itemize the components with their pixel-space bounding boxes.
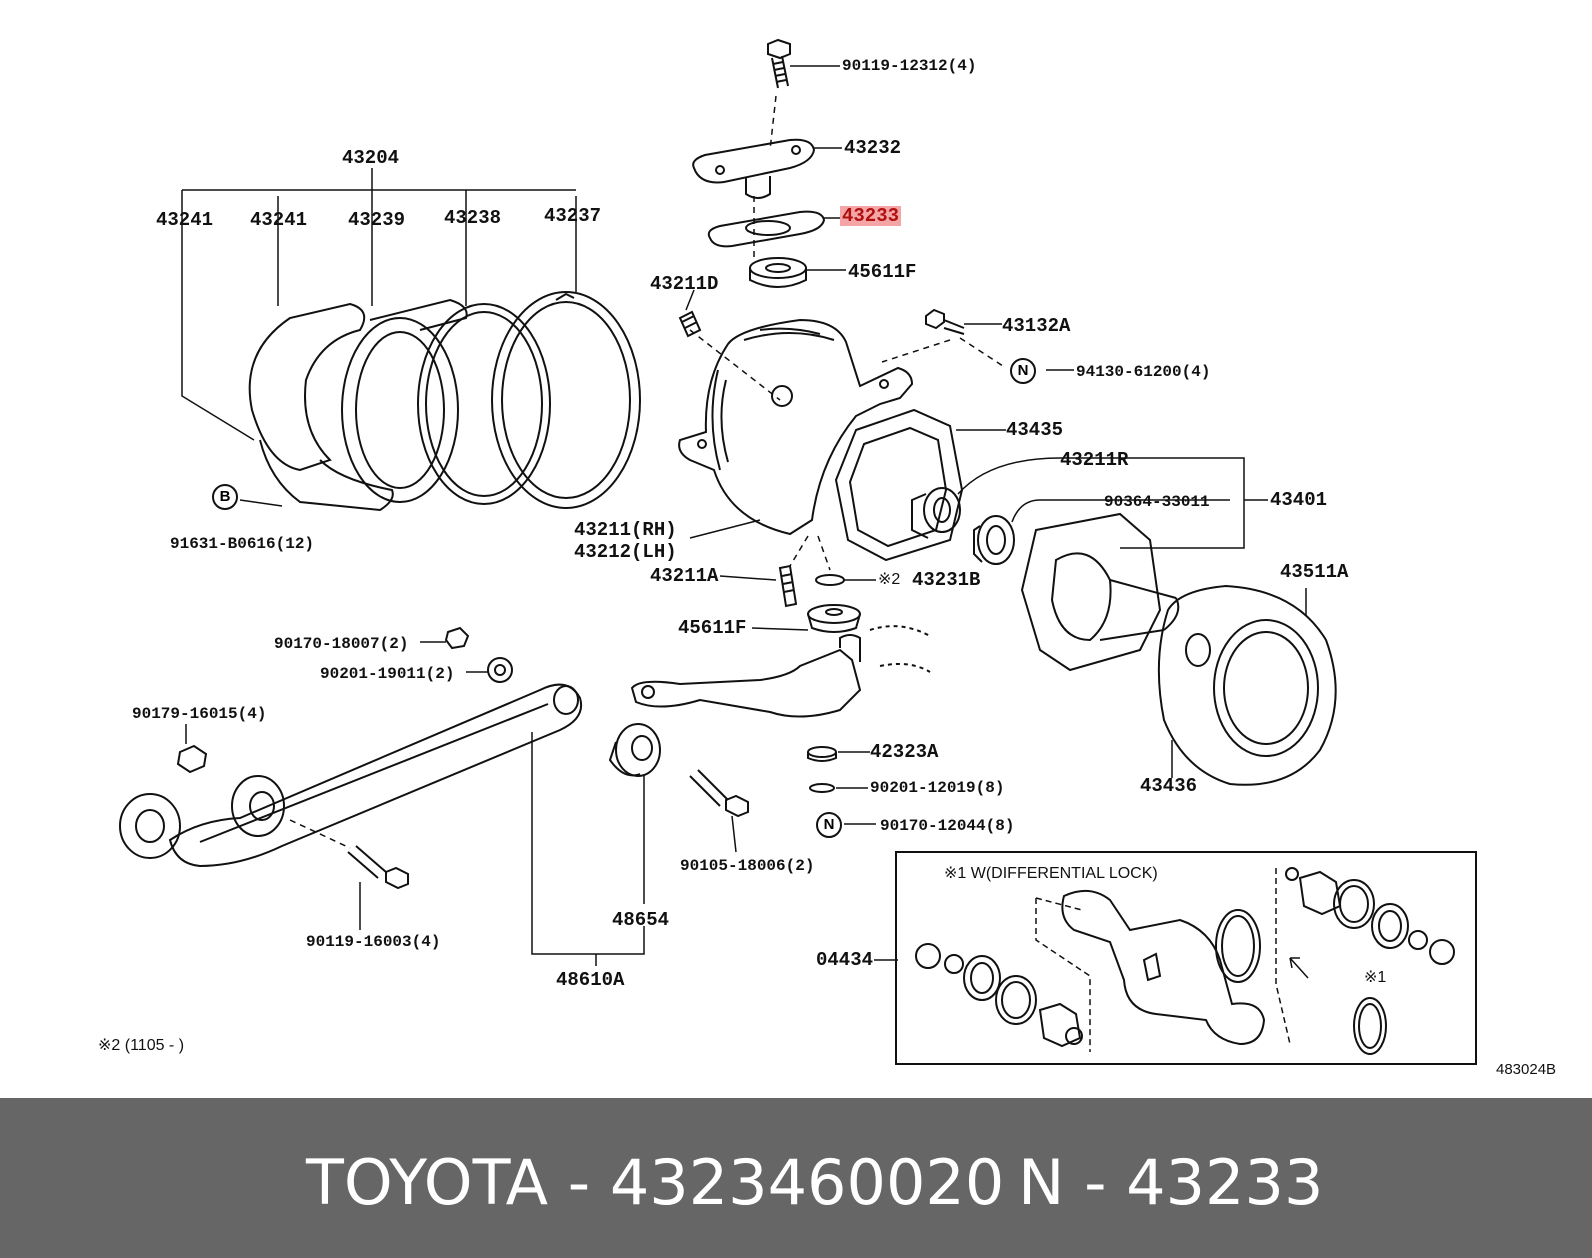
inset-drawing xyxy=(895,851,1477,1065)
marker-x2: ※2 xyxy=(878,571,901,588)
label-43241-b: 43241 xyxy=(250,209,308,231)
label-43211d: 43211D xyxy=(650,273,719,295)
footer-bar: TOYOTA - 4323460020 N - 43233 xyxy=(0,1098,1592,1258)
stud-lower-drawing xyxy=(778,564,798,608)
footnote: ※2 (1105 - ) xyxy=(98,1037,185,1054)
nuts-drawing xyxy=(176,626,513,774)
label-43239: 43239 xyxy=(348,209,406,231)
label-43238: 43238 xyxy=(444,207,502,229)
label-90170-18007: 90170-18007(2) xyxy=(274,635,409,653)
label-48610a: 48610A xyxy=(556,969,625,991)
bolt-drawing xyxy=(767,38,791,89)
shim-set-drawing xyxy=(248,291,641,512)
drum-drawing xyxy=(1157,584,1337,786)
cap-drawing xyxy=(692,138,816,199)
marker-n-circle: N xyxy=(1010,358,1036,384)
small-parts-drawing xyxy=(807,746,837,793)
label-43204: 43204 xyxy=(342,147,400,169)
spindle-drawing xyxy=(1020,512,1180,672)
bolt-90119-16003-drawing xyxy=(347,845,409,890)
stud-drawing xyxy=(678,310,702,338)
parts-diagram: 90119-12312(4) 43232 43233 45611F 43211D… xyxy=(98,38,1557,1078)
label-90201-12019: 90201-12019(8) xyxy=(870,779,1005,797)
label-43232: 43232 xyxy=(844,137,902,159)
needle-bearing-drawing xyxy=(973,515,1015,565)
label-90170-12044: 90170-12044(8) xyxy=(880,817,1015,835)
label-45611f-bottom: 45611F xyxy=(678,617,747,639)
label-91631-b0616: 91631-B0616(12) xyxy=(170,535,315,553)
label-43511a: 43511A xyxy=(1280,561,1349,583)
label-90179-16015: 90179-16015(4) xyxy=(132,705,267,723)
bearing-top-drawing xyxy=(749,257,807,288)
label-43241-a: 43241 xyxy=(156,209,214,231)
bushing-48654-drawing xyxy=(608,723,661,777)
inset-title: ※1 W(DIFFERENTIAL LOCK) xyxy=(944,865,1158,882)
dashed-lines xyxy=(289,95,1007,849)
marker-b-circle: B xyxy=(212,484,238,510)
label-43211-rh: 43211(RH) xyxy=(574,519,677,541)
tie-rod-drawing xyxy=(119,683,582,868)
bushing-drawing xyxy=(911,487,961,539)
label-04434: 04434 xyxy=(816,949,874,971)
label-94130-61200: 94130-61200(4) xyxy=(1076,363,1211,381)
label-90119-16003: 90119-16003(4) xyxy=(306,933,441,951)
label-43436: 43436 xyxy=(1140,775,1198,797)
bearing-bottom-drawing xyxy=(807,604,861,633)
label-43211r: 43211R xyxy=(1060,449,1129,471)
label-90105-18006: 90105-18006(2) xyxy=(680,857,815,875)
label-43212-lh: 43212(LH) xyxy=(574,541,677,563)
label-43401: 43401 xyxy=(1270,489,1328,511)
footer-part-number: TOYOTA - 4323460020 xyxy=(306,1146,1005,1219)
label-43211a: 43211A xyxy=(650,565,719,587)
steering-arm-drawing xyxy=(630,625,931,718)
label-90201-19011: 90201-19011(2) xyxy=(320,665,455,683)
label-42323a: 42323A xyxy=(870,741,939,763)
marker-x1: ※1 xyxy=(1364,969,1387,986)
gasket-drawing xyxy=(834,408,964,562)
footer-reference: N - 43233 xyxy=(1018,1146,1324,1219)
washer-drawing xyxy=(815,574,845,586)
label-45611f-top: 45611F xyxy=(848,261,917,283)
label-43237: 43237 xyxy=(544,205,602,227)
diagram-drawing xyxy=(119,38,1477,1065)
leader-lines xyxy=(181,65,1307,966)
label-43233-highlighted[interactable]: 43233 xyxy=(840,205,902,227)
marker-n-circle-2: N xyxy=(816,812,842,838)
label-90364-33011: 90364-33011 xyxy=(1104,493,1210,511)
label-43132a: 43132A xyxy=(1002,315,1071,337)
label-90119-12312: 90119-12312(4) xyxy=(842,57,977,75)
bolt-90105-drawing xyxy=(689,769,749,818)
label-43231b: 43231B xyxy=(912,569,981,591)
knuckle-drawing xyxy=(678,318,914,536)
diagram-code: 483024B xyxy=(1496,1061,1557,1078)
label-43435: 43435 xyxy=(1006,419,1064,441)
label-48654: 48654 xyxy=(612,909,670,931)
shim-drawing xyxy=(707,210,826,248)
bolt2-drawing xyxy=(925,308,965,335)
